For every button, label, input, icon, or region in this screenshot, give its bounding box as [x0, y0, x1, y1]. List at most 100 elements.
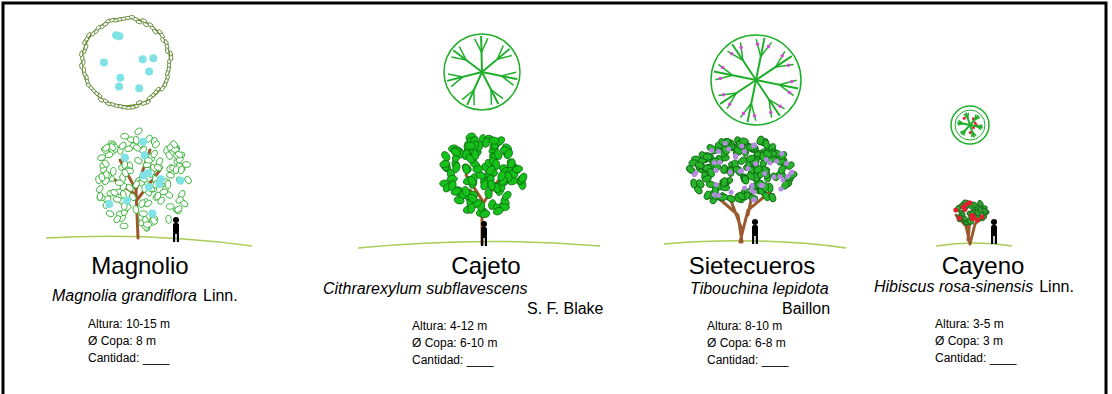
branch	[967, 113, 969, 118]
branch	[447, 72, 482, 81]
flower	[145, 68, 153, 76]
leaf	[166, 203, 174, 209]
flower	[753, 114, 757, 118]
leaf	[722, 137, 732, 148]
flower	[964, 202, 969, 207]
common-name: Cajeto	[451, 252, 520, 280]
flower	[730, 52, 734, 56]
branch	[497, 56, 512, 60]
branch	[501, 72, 516, 76]
flower	[712, 192, 717, 197]
flower	[714, 168, 719, 173]
flower	[148, 210, 156, 218]
branch	[491, 90, 503, 99]
flower	[139, 55, 147, 63]
plan-outline	[711, 35, 801, 125]
flower	[751, 198, 756, 203]
branch	[482, 72, 517, 79]
flower	[728, 170, 733, 175]
flower	[115, 83, 123, 91]
leaf	[120, 223, 128, 229]
flower	[116, 74, 124, 82]
plan-symbols	[79, 15, 982, 137]
trunks	[108, 150, 986, 244]
branch	[462, 90, 474, 100]
flower	[752, 197, 757, 202]
flower	[112, 31, 120, 39]
flower	[742, 112, 746, 116]
spec-text: Altura: 3-5 m	[935, 318, 1004, 332]
flower	[752, 190, 757, 195]
flower	[716, 193, 721, 198]
branch	[748, 80, 757, 122]
leaf	[139, 211, 147, 217]
flower	[957, 216, 962, 221]
spec-text: Cantidad: ____	[88, 352, 169, 366]
leaf	[956, 214, 964, 222]
branch	[779, 80, 797, 85]
leaf	[462, 164, 471, 175]
spec-text: Ø Copa: 3 m	[935, 335, 1003, 349]
branch	[975, 118, 980, 120]
branch	[490, 90, 492, 105]
flower	[790, 80, 794, 84]
author-name: Linn.	[203, 287, 238, 305]
branch	[756, 80, 780, 116]
flower	[970, 216, 975, 221]
common-name: Cayeno	[942, 252, 1025, 280]
flower	[750, 183, 755, 188]
flower	[176, 176, 184, 184]
flower	[778, 187, 783, 192]
flower	[739, 168, 744, 173]
plan-outline	[951, 106, 989, 144]
leaf	[157, 196, 166, 206]
flower	[781, 54, 785, 58]
leaf	[98, 172, 106, 181]
branch	[482, 38, 488, 52]
species-name: Cithrarexylum subflavescens	[323, 280, 528, 298]
leaf	[134, 127, 144, 136]
leaf	[113, 196, 122, 203]
flower	[692, 172, 697, 177]
leaf	[174, 204, 184, 213]
leaf	[768, 192, 777, 202]
branch	[970, 125, 983, 128]
leaf	[703, 190, 712, 201]
leaf	[175, 196, 185, 205]
leaf	[159, 188, 168, 195]
branch	[501, 76, 513, 85]
flower	[100, 58, 108, 66]
leaf	[136, 100, 143, 105]
spec-text: Ø Copa: 8 m	[88, 335, 156, 349]
flower	[980, 214, 985, 219]
branch	[453, 50, 482, 72]
leaf	[720, 177, 728, 187]
branch	[756, 80, 798, 89]
leaf	[105, 210, 114, 218]
ground-lines	[46, 236, 1012, 248]
flower	[714, 182, 719, 187]
flower	[789, 170, 794, 175]
branch	[727, 51, 743, 60]
branch	[459, 47, 466, 60]
spec-text: Altura: 4-12 m	[412, 320, 487, 334]
branch	[960, 130, 965, 132]
leaf	[493, 149, 504, 161]
branch	[959, 120, 963, 123]
branch	[769, 100, 771, 118]
leaf	[169, 139, 178, 149]
leaf	[101, 143, 111, 152]
common-name: Magnolio	[91, 252, 188, 280]
leaf	[517, 172, 528, 184]
flower	[756, 43, 760, 47]
flower	[778, 105, 782, 109]
leaf	[175, 176, 185, 186]
branch	[482, 72, 498, 104]
branch	[718, 93, 736, 95]
branch	[740, 103, 751, 117]
flower	[742, 149, 747, 154]
leaf	[492, 206, 504, 216]
scale-figures	[173, 217, 997, 246]
leaf	[489, 136, 500, 144]
spec-text: Ø Copa: 6-10 m	[412, 337, 497, 351]
